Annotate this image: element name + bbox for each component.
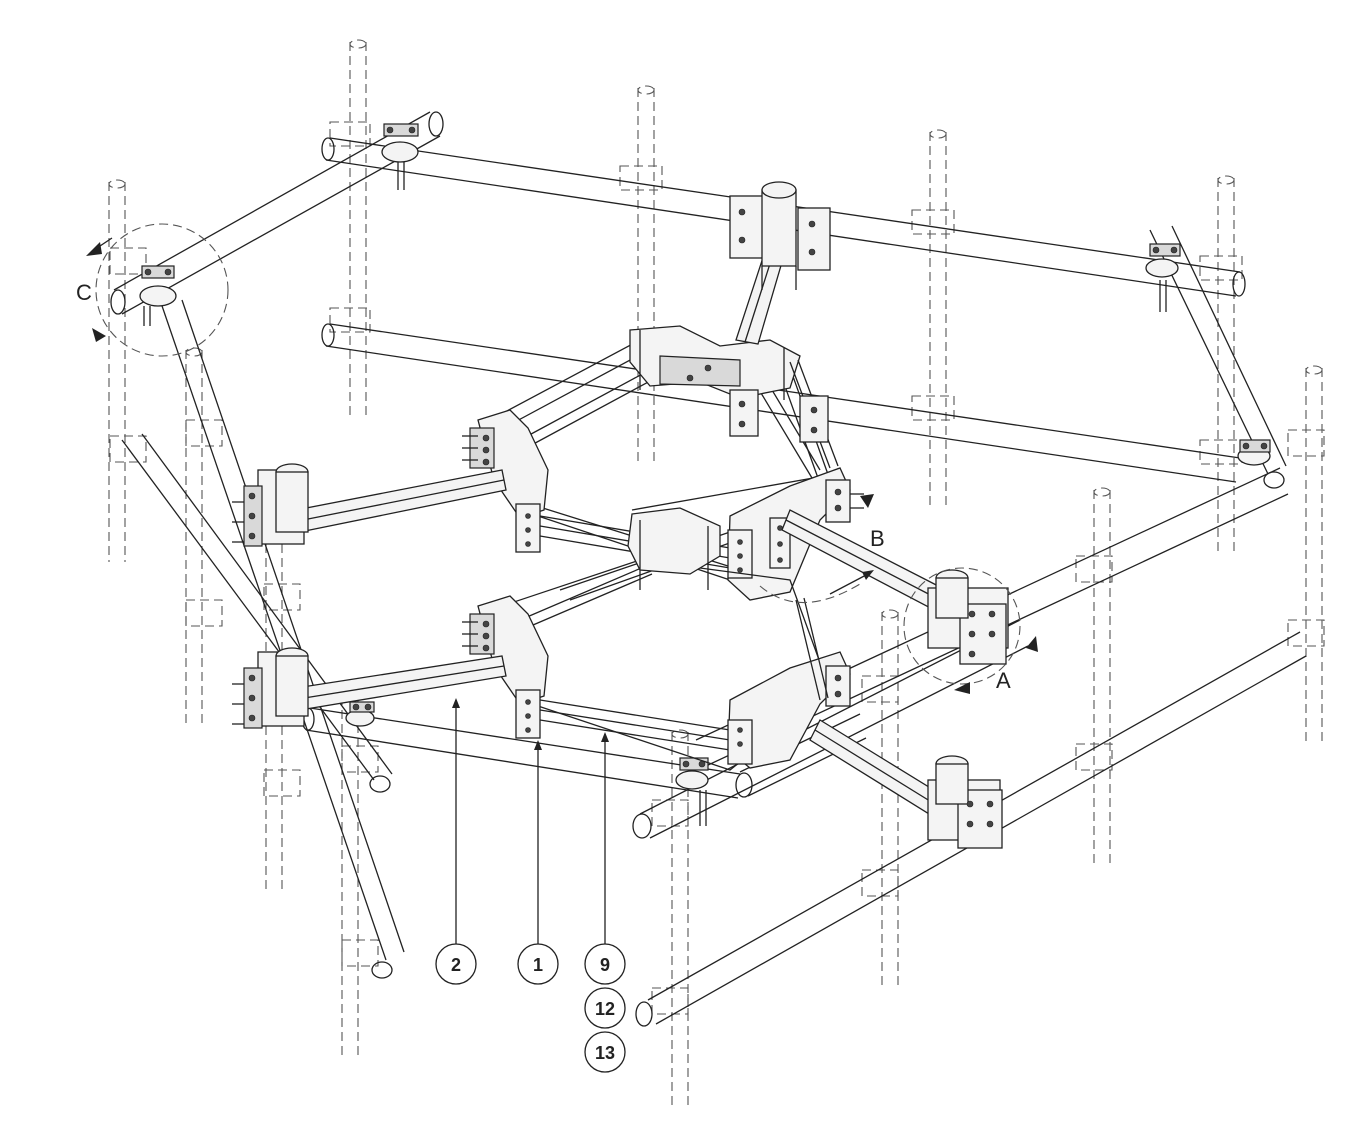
bracket-top-center — [729, 181, 831, 290]
view-label-a: A — [996, 668, 1011, 693]
callout-1: 1 — [517, 943, 559, 985]
side-brackets — [232, 181, 1009, 849]
clamp-top-left — [381, 123, 419, 190]
tube-left-upper — [110, 111, 444, 315]
arm-lower-left — [295, 655, 507, 711]
post-12 — [1305, 365, 1323, 744]
post-5 — [108, 179, 126, 562]
bracket-mid-center — [627, 507, 721, 590]
leader-9-arrow — [601, 732, 609, 742]
arm-upper-right — [781, 509, 947, 613]
callout-2-text: 2 — [451, 955, 461, 975]
bracket-upper-left — [462, 409, 549, 553]
callout-9: 9 — [584, 943, 626, 985]
callout-13: 13 — [584, 1031, 626, 1073]
post-1 — [349, 39, 367, 420]
bracket-lower-left — [462, 595, 549, 739]
clamp-right-top — [1145, 243, 1181, 312]
post-2 — [637, 85, 655, 462]
clamp-left-c — [139, 265, 177, 326]
arms — [295, 223, 951, 823]
callout-13-text: 13 — [595, 1043, 615, 1063]
arm-upper-left — [295, 469, 507, 533]
central-frame — [462, 325, 864, 771]
view-label-b: B — [870, 526, 885, 551]
post-clamps — [109, 121, 1325, 1015]
post-10 — [881, 609, 899, 988]
leader-1-arrow — [534, 740, 542, 750]
bracket-lower-right — [727, 651, 851, 769]
detail-c-circle — [86, 223, 229, 357]
leader-2-arrow — [452, 698, 460, 708]
callout-12-text: 12 — [595, 999, 615, 1019]
bracket-mid-back — [729, 389, 829, 443]
dashed-posts — [108, 39, 1323, 1110]
bracket-left-lower — [232, 647, 309, 729]
detail-views — [86, 223, 1038, 694]
callout-2: 2 — [435, 943, 477, 985]
clamp-front-left — [345, 701, 375, 727]
bracket-right-a — [927, 569, 1009, 665]
detail-a-circle — [903, 567, 1038, 694]
view-label-c: C — [76, 280, 92, 305]
detail-b-circle — [759, 494, 874, 603]
bracket-right-lower — [927, 755, 1003, 849]
tube-back-lower — [321, 323, 1241, 483]
bracket-upper-back — [629, 325, 801, 400]
post-11 — [1093, 487, 1111, 866]
tube-left-descending — [159, 299, 405, 979]
tube-clamps — [139, 123, 1271, 826]
callout-9-text: 9 — [600, 955, 610, 975]
callout-12: 12 — [584, 987, 626, 1029]
callout-leaders — [452, 698, 609, 946]
bracket-left-upper — [232, 463, 309, 547]
clamp-right-bottom — [1237, 439, 1271, 466]
post-3 — [929, 129, 947, 506]
callout-1-text: 1 — [533, 955, 543, 975]
